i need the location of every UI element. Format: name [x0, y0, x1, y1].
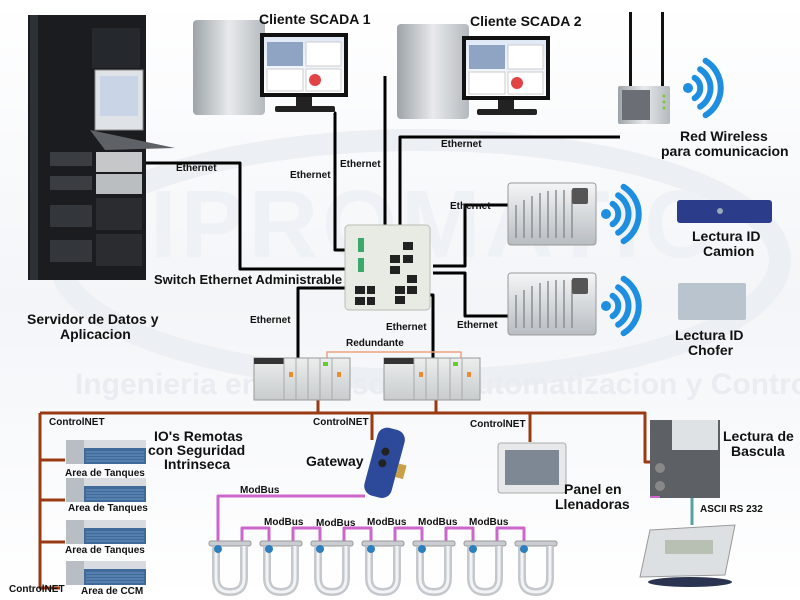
controlnet-label-panel: ControlNET — [470, 419, 526, 430]
rfid-driver-label-title: Lectura ID — [675, 327, 744, 343]
ethernet-link-rfid1 — [433, 203, 510, 268]
rs232-label: ASCII RS 232 — [700, 504, 763, 515]
ethernet-switch-icon — [344, 224, 431, 311]
server-label-title: Servidor de Datos y — [27, 311, 159, 327]
remote-io-label-2: con Seguridad — [148, 442, 246, 458]
remote-io-label-3: Intrinseca — [164, 456, 231, 472]
ethernet-link-rfid2 — [433, 271, 510, 318]
scale-label-title: Lectura de — [723, 428, 794, 444]
flowmeter-icon — [361, 540, 405, 597]
panel-label-subtitle: Llenadoras — [555, 496, 630, 512]
wifi-signal-icon — [601, 183, 642, 245]
modbus-chain-link — [444, 526, 475, 543]
modbus-chain-link — [291, 526, 322, 543]
remote-io-module-icon — [66, 520, 146, 544]
io-module-label-4: Area de CCM — [81, 586, 144, 597]
controlnet-label-gateway: ControlNET — [313, 417, 369, 428]
rfid-truck-label-subtitle: Camion — [703, 243, 755, 259]
ethernet-label-rfid2: Ethernet — [457, 320, 498, 331]
modbus-chain-link — [342, 526, 373, 543]
ethernet-label-plc1: Ethernet — [250, 315, 291, 326]
modbus-chain-link — [393, 526, 424, 543]
plc-2-icon — [383, 357, 481, 401]
modbus-chain-link — [495, 526, 526, 543]
controlnet-io-trunk — [38, 413, 60, 590]
ethernet-link-scada1 — [333, 111, 345, 252]
controlnet-label-io: ControlNET — [49, 417, 105, 428]
scada-client-1-icon — [193, 20, 348, 115]
ethernet-label-plc2: Ethernet — [386, 322, 427, 333]
flowmeter-icon — [310, 540, 354, 597]
ethernet-label-rfid1: Ethernet — [450, 201, 491, 212]
modbus-label-4: ModBus — [418, 517, 458, 528]
flowmeter-icon — [463, 540, 507, 597]
io-module-label-2: Area de Tanques — [68, 503, 148, 514]
io-module-label-1: Area de Tanques — [65, 468, 145, 479]
remote-io-label-1: IO's Remotas — [154, 428, 243, 444]
hmi-panel-icon — [497, 442, 567, 494]
remote-io-module-icon — [66, 440, 146, 464]
io-module-label-3: Area de Tanques — [65, 545, 145, 556]
rfid-reader-2-icon — [507, 272, 597, 336]
ethernet-link-server — [143, 161, 345, 271]
ethernet-link-plc1 — [296, 286, 348, 360]
flowmeter-icon — [208, 540, 252, 597]
wireless-label-subtitle: para comunicacion — [661, 143, 789, 159]
server-label-subtitle: Aplicacion — [60, 326, 131, 342]
scale-label-subtitle: Bascula — [731, 443, 785, 459]
modbus-label-1: ModBus — [264, 517, 304, 528]
gateway-label: Gateway — [306, 453, 364, 469]
controlnet-label-bottom: ControlNET — [9, 584, 65, 595]
scada-client-2-label: Cliente SCADA 2 — [470, 13, 582, 29]
modbus-label-gateway: ModBus — [240, 485, 280, 496]
scale-io-module-icon — [650, 420, 720, 498]
remote-io-module-icon — [66, 561, 146, 585]
plc-1-icon — [253, 357, 351, 401]
scada-client-2-icon — [397, 24, 550, 119]
ethernet-label-scada1: Ethernet — [290, 170, 331, 181]
wifi-signal-icon — [601, 275, 642, 337]
wifi-signal-icon — [683, 57, 724, 119]
weighing-indicator-icon — [639, 524, 736, 587]
modbus-label-5: ModBus — [469, 517, 509, 528]
flowmeter-icon — [259, 540, 303, 597]
ethernet-label-scada2: Ethernet — [340, 159, 381, 170]
flowmeter-icon — [514, 540, 558, 597]
remote-io-module-icon — [66, 478, 146, 502]
ethernet-link-wireless — [398, 135, 620, 228]
redundant-link — [326, 351, 462, 362]
watermark-brand: IPROMATIC — [150, 171, 718, 278]
scada-client-1-label: Cliente SCADA 1 — [259, 11, 371, 27]
server-rack-icon — [28, 15, 175, 280]
panel-label-title: Panel en — [564, 481, 622, 497]
rfid-truck-label-title: Lectura ID — [692, 228, 761, 244]
redundant-label: Redundante — [346, 338, 404, 349]
driver-card-icon — [678, 283, 746, 320]
modbus-chain-link — [240, 526, 271, 543]
modbus-label-2: ModBus — [316, 518, 356, 529]
modbus-label-3: ModBus — [367, 517, 407, 528]
rfid-driver-label-subtitle: Chofer — [688, 342, 734, 358]
gateway-icon — [364, 427, 407, 498]
wireless-router-icon — [618, 12, 670, 124]
switch-label: Switch Ethernet Administrable — [154, 272, 343, 287]
flowmeter-icon — [412, 540, 456, 597]
truck-tag-icon — [677, 200, 772, 223]
modbus-link-gateway — [216, 494, 365, 543]
wireless-label-title: Red Wireless — [680, 128, 768, 144]
ethernet-label-server: Ethernet — [176, 163, 217, 174]
controlnet-bus — [40, 411, 650, 464]
ethernet-label-wireless: Ethernet — [441, 139, 482, 150]
rfid-reader-1-icon — [507, 182, 597, 246]
